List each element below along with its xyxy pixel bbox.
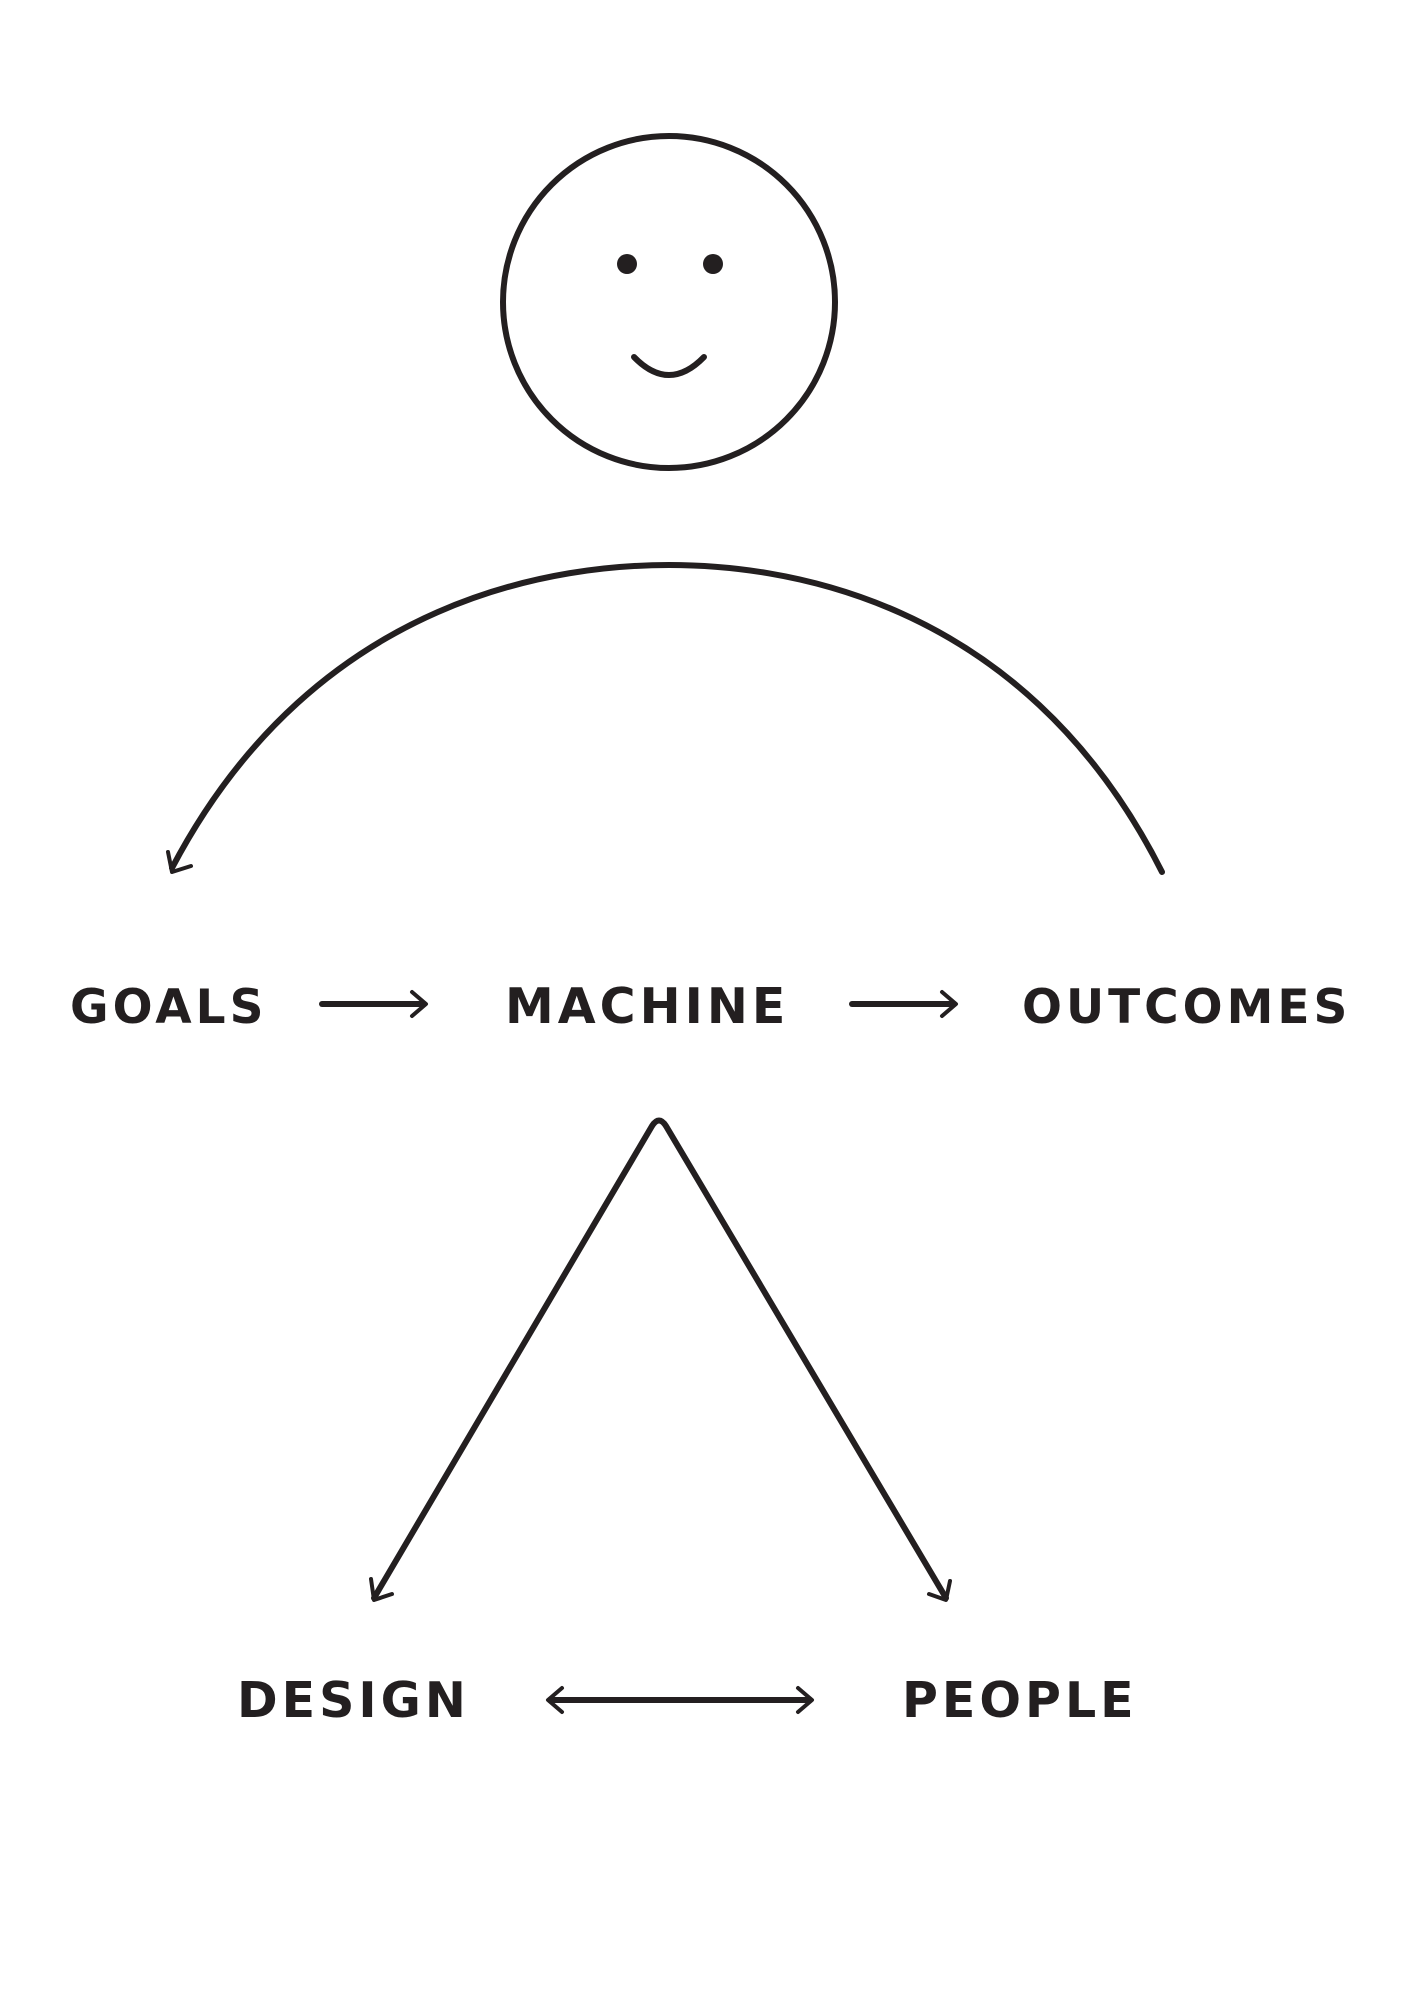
node-people: PEOPLE: [902, 1672, 1138, 1729]
feedback-arc-arrowhead: [166, 850, 193, 874]
arrow-machine-to-design-shaft: [371, 1117, 949, 1601]
arrow-machine-to-outcomes: [849, 990, 958, 1018]
arrow-machine-to-design-head: [369, 1577, 394, 1602]
node-machine: MACHINE: [505, 978, 789, 1035]
right-eye: [703, 254, 723, 274]
arrow-goals-to-machine: [319, 990, 428, 1018]
node-outcomes: OUTCOMES: [1022, 980, 1351, 1035]
smiley-face-icon: [500, 133, 838, 471]
node-goals: GOALS: [70, 980, 267, 1035]
arrow-machine-to-people-head: [927, 1579, 952, 1602]
node-design: DESIGN: [237, 1672, 470, 1729]
arrow-goals-to-machine-head: [410, 990, 428, 1018]
double-arrow-design-people-left-head: [546, 1686, 564, 1714]
arrow-machine-to-outcomes-head: [940, 990, 958, 1018]
feedback-arc: [169, 562, 1165, 875]
feedback-arc-arrow: [166, 562, 1165, 875]
left-eye: [617, 254, 637, 274]
double-arrow-design-people: [546, 1686, 814, 1714]
double-arrow-design-people-right-head: [796, 1686, 814, 1714]
arrows-machine-to-design-and-people: [369, 1117, 952, 1602]
smile: [631, 354, 707, 378]
face-outline: [500, 133, 838, 471]
